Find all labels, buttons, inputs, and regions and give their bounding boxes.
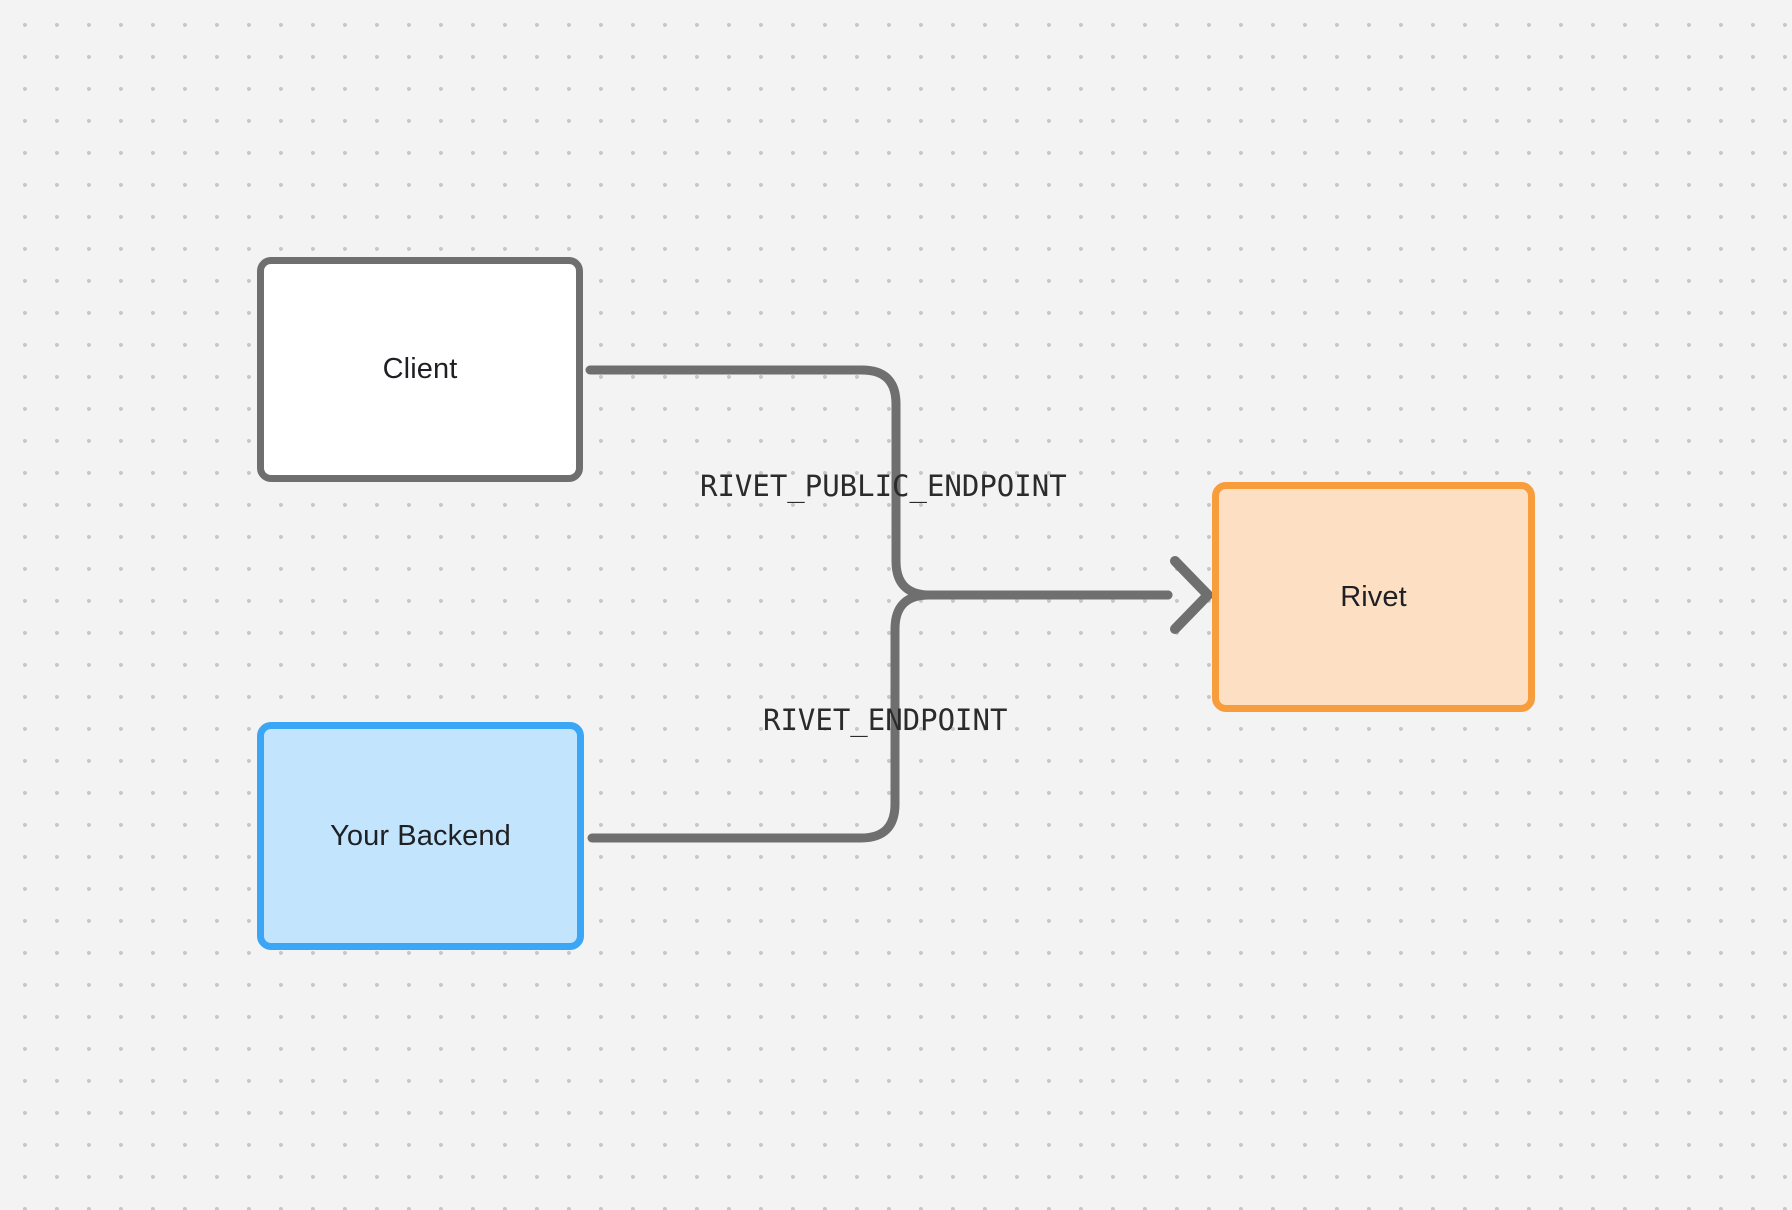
node-rivet[interactable]: Rivet: [1212, 482, 1535, 712]
node-rivet-label: Rivet: [1340, 580, 1407, 613]
arrowhead-icon: [1170, 556, 1213, 634]
node-your-backend[interactable]: Your Backend: [257, 722, 584, 950]
edge-label-rivet-endpoint: RIVET_ENDPOINT: [763, 703, 1008, 737]
node-client-label: Client: [382, 353, 458, 386]
node-client[interactable]: Client: [257, 257, 583, 482]
edge-label-rivet-public-endpoint: RIVET_PUBLIC_ENDPOINT: [700, 469, 1067, 503]
node-your-backend-label: Your Backend: [330, 819, 511, 852]
